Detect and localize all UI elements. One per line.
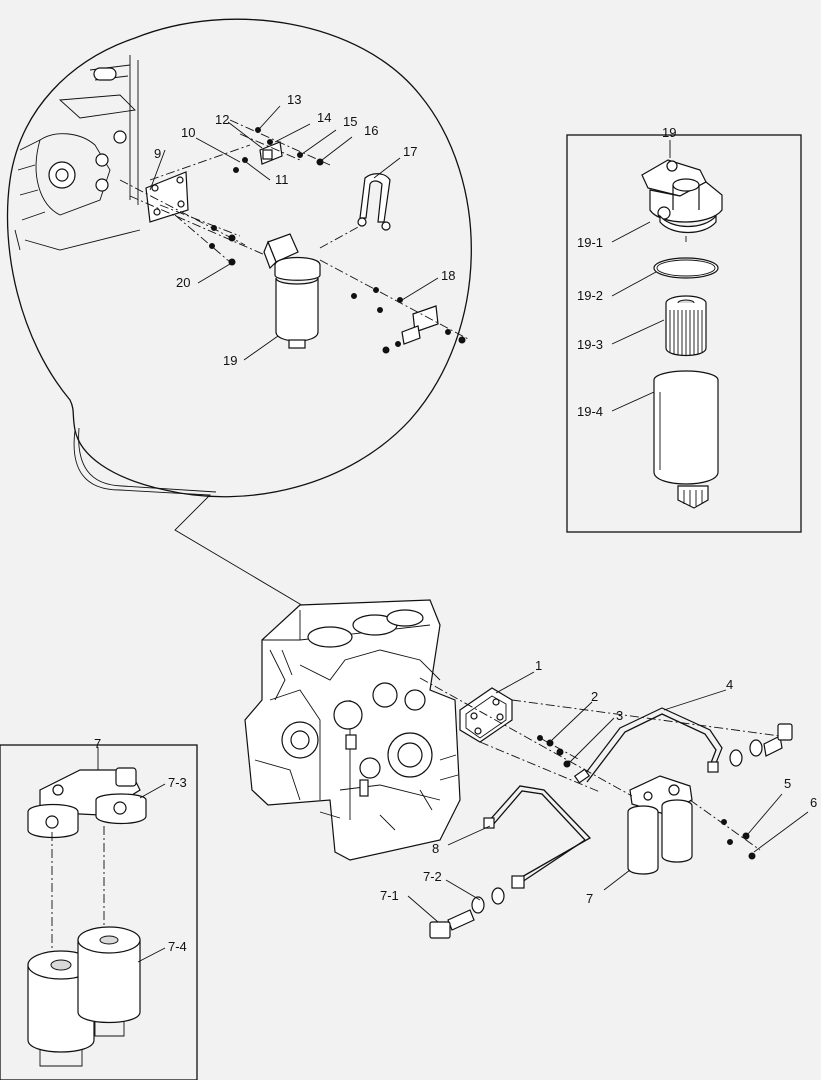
callout-17: 17: [403, 144, 417, 159]
callout-19-box: 19: [662, 125, 676, 140]
callout-7-box: 7: [94, 736, 101, 751]
callout-19-4: 19-4: [577, 404, 603, 419]
fuel-pipe-4: [573, 707, 723, 784]
callout-7: 7: [586, 891, 593, 906]
callout-9: 9: [154, 146, 161, 161]
callout-14: 14: [317, 110, 331, 125]
callout-6: 6: [810, 795, 817, 810]
callout-16: 16: [364, 123, 378, 138]
detail-magnifier: [6, 18, 472, 611]
callout-19-1: 19-1: [577, 235, 603, 250]
fuel-filter-assembly-7: [627, 775, 693, 875]
callout-13: 13: [287, 92, 301, 107]
leader-lines: [97, 105, 809, 963]
callout-10: 10: [181, 125, 195, 140]
engine-side-fragment: [14, 55, 141, 251]
detail-box-7: [0, 744, 198, 1080]
callout-19-2: 19-2: [577, 288, 603, 303]
callout-labels: 13 12 14 15 16 10 9 11 17 18 20 19 19 19…: [94, 92, 817, 954]
callout-1: 1: [535, 658, 542, 673]
callout-7-4: 7-4: [168, 939, 187, 954]
callout-7-1: 7-1: [380, 888, 399, 903]
callout-5: 5: [784, 776, 791, 791]
callout-11: 11: [275, 172, 289, 187]
callout-7-2: 7-2: [423, 869, 442, 884]
engine-block: [244, 599, 461, 861]
callout-20: 20: [176, 275, 190, 290]
callout-2: 2: [591, 689, 598, 704]
callout-3: 3: [616, 708, 623, 723]
detail-box-19: [566, 134, 802, 533]
callout-18: 18: [441, 268, 455, 283]
callout-19: 19: [223, 353, 237, 368]
callout-15: 15: [343, 114, 357, 129]
callout-7-3: 7-3: [168, 775, 187, 790]
callout-4: 4: [726, 677, 733, 692]
fuel-pipe-8: [483, 785, 592, 889]
callout-12: 12: [215, 112, 229, 127]
callout-8: 8: [432, 841, 439, 856]
callout-19-3: 19-3: [577, 337, 603, 352]
